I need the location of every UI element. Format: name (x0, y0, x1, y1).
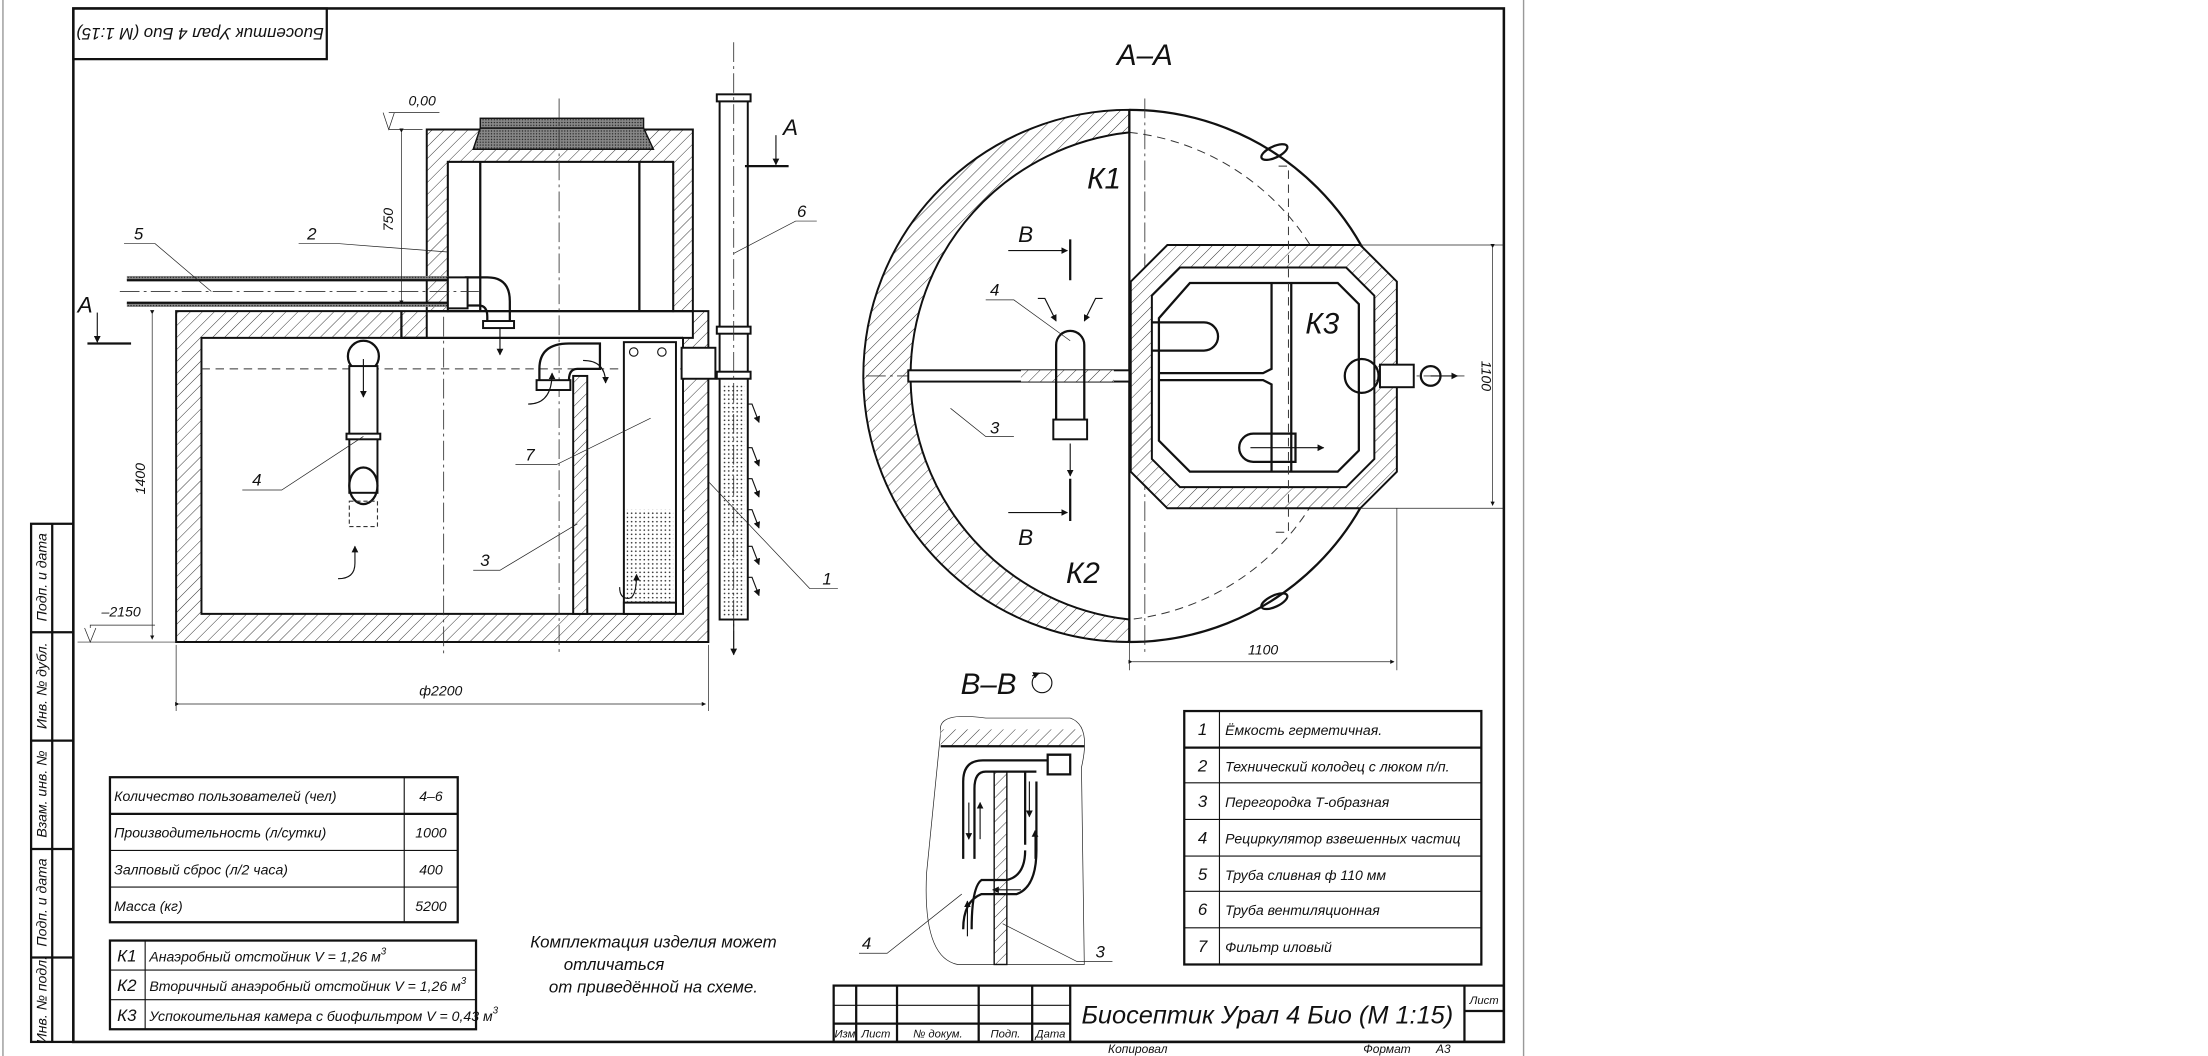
drawing-text: 1100 (1478, 361, 1494, 391)
param-label: Масса (кг) (114, 898, 183, 914)
drawing-text: № докум. (913, 1029, 963, 1041)
drawing-text: Перегородка Т-образная (1225, 794, 1390, 810)
param-label: Производительность (л/сутки) (114, 825, 326, 841)
param-label: Количество пользователей (чел) (114, 788, 336, 804)
drawing-text: К1 (117, 947, 136, 966)
drawing-text: отличаться (564, 955, 664, 974)
note-text: Комплектация изделия может отличаться от… (530, 933, 776, 997)
drawing-text: Успокоительная камера с биофильтром V = … (148, 1008, 493, 1024)
title-block: Изм Лист № докум. Подп. Дата Биосептик У… (832, 984, 1505, 1056)
drawing-text: Подп. (990, 1029, 1020, 1041)
drawing-text: Вторичный анаэробный отстойник V = 1,26 … (149, 978, 461, 994)
section-mark-a: А (76, 293, 93, 318)
rotated-title-box: Биосептик Урал 4 Био (М 1:15) (72, 7, 328, 61)
dim-750: 750 (380, 208, 396, 232)
param-label: Залповый сброс (л/2 часа) (114, 861, 288, 877)
drawing-text: Биосептик Урал 4 Био (М 1:15) (76, 24, 324, 43)
param-value: 5200 (415, 898, 446, 914)
side-stamp: Подп. и дата Инв. № дубл. Взам. инв. № П… (29, 522, 75, 1043)
drawing-text: Рециркулятор взвешенных частиц (1225, 830, 1460, 846)
drawing-text: 3 (480, 551, 490, 570)
drawing-text: Изм (834, 1029, 855, 1041)
drawing-text: 5 (1198, 865, 1208, 884)
drawing-text: Технический колодец с люком п/п. (1225, 759, 1450, 775)
drawing-text: К2 (1066, 557, 1100, 590)
drawing-text: 2 (1197, 757, 1208, 776)
drawing-text: Лист (1469, 995, 1499, 1007)
drawing-text: 3 (1096, 942, 1106, 961)
level-top: 0,00 (408, 93, 436, 109)
section-bb-title: В–В (961, 668, 1017, 701)
param-value: 1000 (415, 825, 446, 841)
copied-label: Копировал (1108, 1042, 1168, 1056)
drawing-text: 6 (1198, 900, 1208, 919)
legend-table: 1 Ёмкость герметичная. 2 Технический колод… (1183, 709, 1483, 966)
drawing-text: Фильтр иловый (1225, 939, 1332, 955)
chamber-desc: Вторичный анаэробный отстойник V = 1,26 … (149, 976, 466, 994)
drawing-text: В (1018, 222, 1033, 247)
drawing-text: 1 (1198, 720, 1207, 739)
drawing-text: К2 (117, 976, 137, 995)
drawing-text: В (1018, 525, 1033, 550)
format-value: А3 (1435, 1042, 1451, 1056)
params-table: Количество пользователей (чел) 4–6 Произ… (108, 776, 459, 924)
drawing-text: Труба сливная ф 110 мм (1225, 867, 1386, 883)
stamp-label: Взам. инв. № (34, 751, 50, 838)
format-label: Формат (1363, 1042, 1411, 1056)
drawing-title: Биосептик Урал 4 Био (М 1:15) (1081, 1002, 1453, 1030)
drawing-text: 2 (306, 224, 317, 243)
drawing-text: Труба вентиляционная (1225, 902, 1380, 918)
drawing-text: К3 (1305, 308, 1339, 341)
dim-2200: ф2200 (419, 683, 462, 699)
side-section-view: А А 0,00 750 1400 –2150 ф2200 5 2 6 4 7 … (76, 42, 838, 712)
drawing-text: 4 (1198, 828, 1207, 847)
drawing-text: Комплектация изделия может (530, 933, 776, 952)
stamp-label: Инв. № дубл. (34, 642, 50, 729)
drawing-text: Дата (1034, 1029, 1066, 1041)
drawing-text: 7 (525, 445, 535, 464)
level-bottom: –2150 (101, 604, 141, 620)
stamp-label: Подп. и дата (34, 858, 50, 946)
param-value: 400 (419, 861, 443, 877)
drawing-text: от приведённой на схеме. (549, 978, 758, 997)
drawing-text: 3 (1198, 792, 1208, 811)
drawing-text: 1100 (1248, 642, 1278, 658)
stamp-label: Инв. № подл. (34, 956, 50, 1043)
drawing-text: 6 (797, 202, 807, 221)
dim-1400: 1400 (132, 463, 148, 494)
param-value: 4–6 (419, 788, 443, 804)
drawing-text: К1 (1087, 163, 1121, 196)
drawing-text: К3 (117, 1006, 137, 1025)
drawing-text: 4 (252, 471, 261, 490)
drawing-text: 3 (990, 419, 1000, 438)
drawing-text: 3 (461, 976, 467, 987)
drawing-text: 4 (990, 281, 999, 300)
stamp-label: Подп. и дата (34, 533, 50, 621)
plan-view-aa: А–А В В К1 К2 К3 3 (862, 39, 1504, 671)
section-mark-a: А (781, 115, 798, 140)
chamber-desc: Успокоительная камера с биофильтром V = … (148, 1006, 498, 1024)
drawing-text: 5 (134, 224, 144, 243)
drawing-text: 3 (493, 1006, 499, 1017)
chamber-desc: Анаэробный отстойник V = 1,26 м3 (148, 947, 386, 965)
drawing-text: Ёмкость герметичная. (1225, 722, 1382, 738)
chambers-table: К1 Анаэробный отстойник V = 1,26 м3 К2 В… (108, 939, 499, 1031)
drawing-text: 3 (381, 947, 387, 958)
drawing-text: 7 (1198, 937, 1208, 956)
drawing-text: Лист (860, 1029, 890, 1041)
section-aa-title: А–А (1115, 39, 1173, 72)
detail-view-bb: В–В 4 3 (859, 668, 1113, 966)
drawing-text: Анаэробный отстойник V = 1,26 м (148, 949, 381, 965)
drawing-text: 1 (822, 569, 831, 588)
drawing-text: 4 (862, 934, 871, 953)
